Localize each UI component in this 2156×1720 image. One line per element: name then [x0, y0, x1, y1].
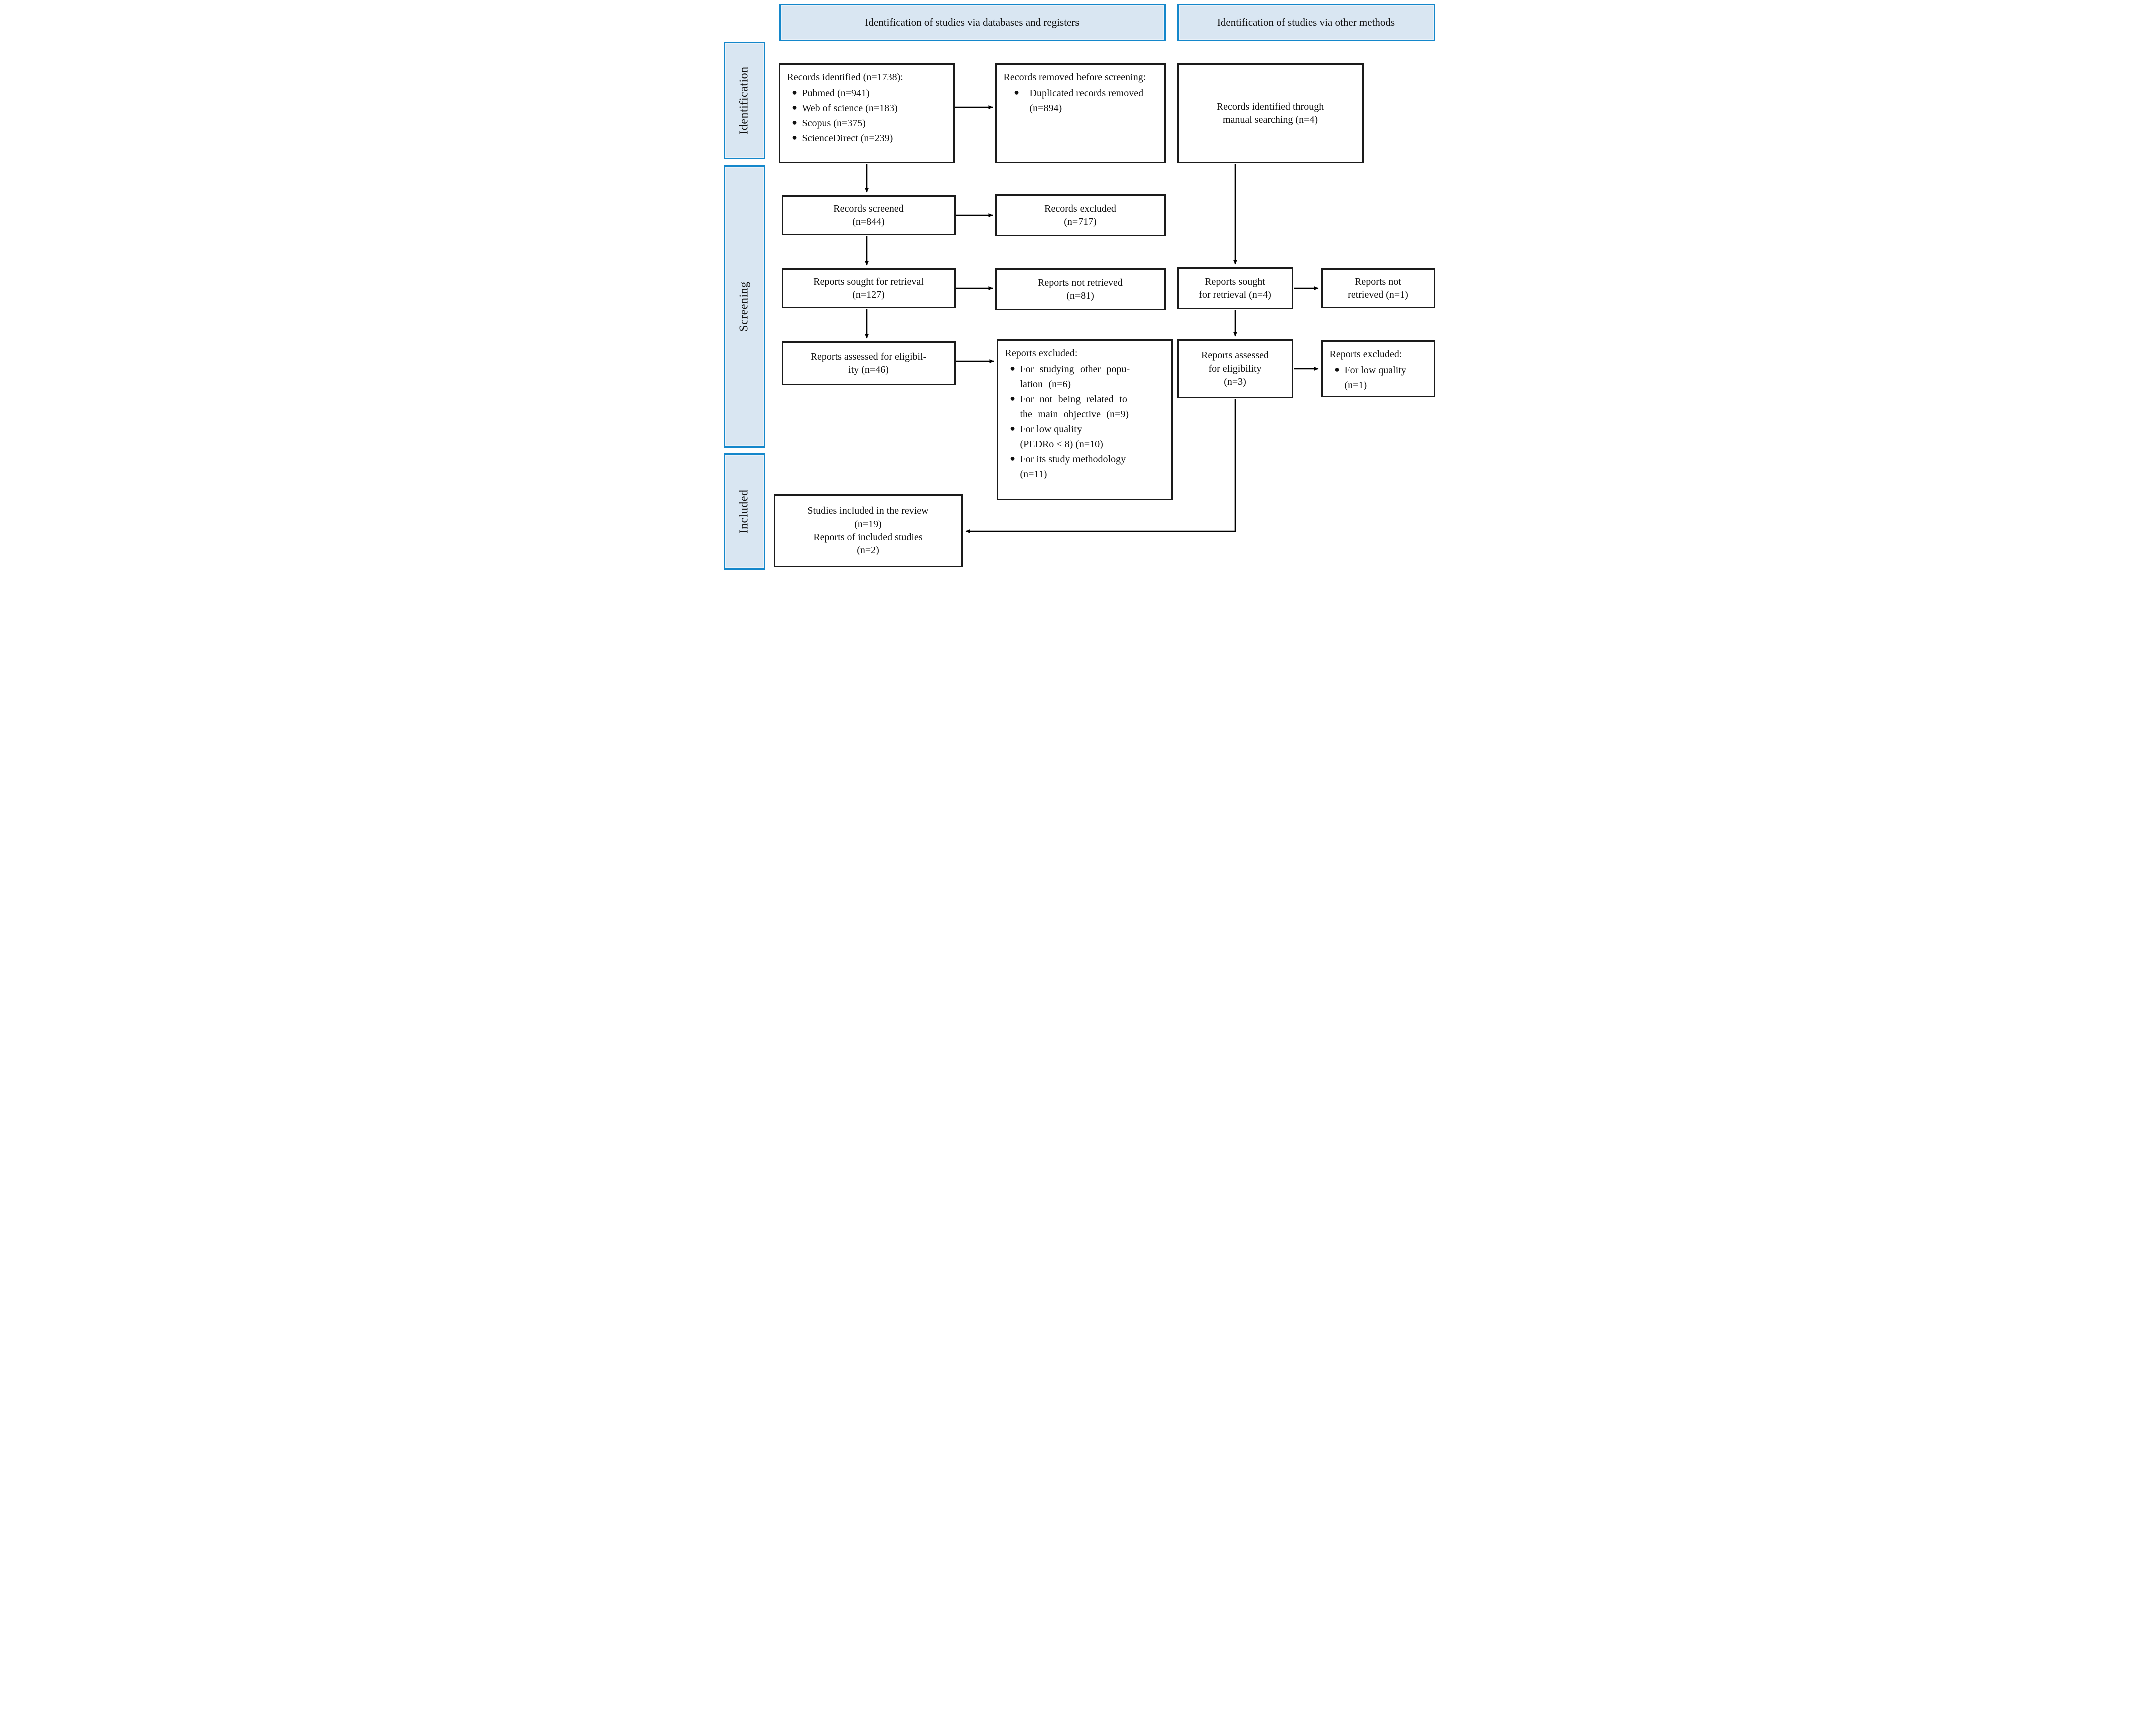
header-other-methods: Identification of studies via other meth…	[1177, 4, 1435, 41]
box-manual-search: Records identified through manual search…	[1177, 63, 1364, 163]
reports-excluded-databases-title: Reports excluded:	[1005, 348, 1078, 359]
reports-not-retrieved-databases-text: Reports not retrieved (n=81)	[1038, 277, 1123, 301]
bullet-icon: ●	[1010, 363, 1015, 373]
reports-excluded-other-list: ● For low quality (n=1)	[1330, 363, 1429, 393]
reports-assessed-other-text: Reports assessed for eligibility (n=3)	[1201, 350, 1269, 388]
box-reports-assessed-other: Reports assessed for eligibility (n=3)	[1177, 339, 1293, 398]
records-screened-text: Records screened (n=844)	[833, 203, 904, 227]
list-item: ● For studying other popu- lation (n=6)	[1005, 362, 1166, 392]
records-identified-list: ●Pubmed (n=941) ●Web of science (n=183) …	[787, 86, 948, 146]
list-item-text: Pubmed (n=941)	[802, 88, 870, 99]
header-databases-registers: Identification of studies via databases …	[779, 4, 1166, 41]
list-item: ● For its study methodology (n=11)	[1005, 452, 1166, 482]
list-item-text: Scopus (n=375)	[802, 118, 866, 129]
box-reports-excluded-databases: Reports excluded: ● For studying other po…	[996, 339, 1173, 500]
stage-identification-label: Identification	[737, 66, 751, 135]
bullet-icon: ●	[1010, 423, 1015, 433]
list-item: ● Pubmed (n=941)	[787, 86, 948, 101]
studies-included-text: Studies included in the review (n=19) Re…	[807, 505, 929, 556]
records-excluded-text: Records excluded (n=717)	[1044, 203, 1116, 227]
bullet-icon: ●	[792, 87, 797, 97]
box-records-screened: Records screened (n=844)	[781, 195, 956, 235]
list-item-text: For studying other popu- lation (n=6)	[1020, 364, 1130, 390]
box-records-identified: Records identified (n=1738): ● Pubmed (n=…	[778, 63, 955, 163]
reports-not-retrieved-other-text: Reports not retrieved (n=1)	[1348, 276, 1408, 300]
reports-excluded-other-title: Reports excluded:	[1329, 349, 1402, 360]
box-studies-included: Studies included in the review (n=19) Re…	[773, 494, 963, 567]
list-item-text: Duplicated records removed (n=894)	[1029, 88, 1144, 114]
records-removed-list: ● Duplicated records removed (n=894)	[1004, 86, 1159, 116]
list-item: ● For low quality (n=1)	[1330, 363, 1429, 393]
box-reports-not-retrieved-databases: Reports not retrieved (n=81)	[995, 268, 1166, 310]
box-reports-assessed-databases: Reports assessed for eligibil- ity (n=46…	[781, 341, 956, 385]
bullet-icon: ●	[1014, 87, 1019, 97]
records-identified-title: Records identified (n=1738):	[787, 72, 903, 83]
stage-screening-label: Screening	[737, 281, 751, 332]
stage-identification: Identification	[723, 42, 765, 159]
stage-included-label: Included	[737, 489, 751, 534]
box-reports-sought-databases: Reports sought for retrieval (n=127)	[781, 268, 956, 308]
reports-assessed-databases-text: Reports assessed for eligibil- ity (n=46…	[810, 351, 927, 375]
box-reports-sought-other: Reports sought for retrieval (n=4)	[1177, 267, 1293, 309]
stage-screening: Screening	[723, 165, 765, 448]
prisma-flow-diagram: Identification of studies via databases …	[718, 0, 1438, 575]
bullet-icon: ●	[1334, 364, 1340, 374]
list-item: ● Web of science (n=183)	[787, 101, 948, 116]
list-item-text: Web of science (n=183)	[802, 103, 898, 114]
bullet-icon: ●	[1010, 453, 1015, 463]
reports-sought-databases-text: Reports sought for retrieval (n=127)	[813, 276, 924, 300]
list-item-text: For low quality (PEDRo < 8) (n=10)	[1020, 424, 1103, 450]
records-removed-title: Records removed before screening:	[1003, 72, 1146, 83]
list-item: ● For low quality (PEDRo < 8) (n=10)	[1005, 422, 1166, 452]
list-item: ● Scopus (n=375)	[787, 116, 948, 131]
box-reports-not-retrieved-other: Reports not retrieved (n=1)	[1321, 268, 1435, 308]
list-item-text: For low quality (n=1)	[1344, 365, 1406, 391]
bullet-icon: ●	[1010, 393, 1015, 403]
box-records-excluded: Records excluded (n=717)	[995, 194, 1166, 236]
reports-sought-other-text: Reports sought for retrieval (n=4)	[1199, 276, 1271, 300]
stage-included: Included	[723, 453, 765, 570]
list-item-text: ScienceDirect (n=239)	[802, 133, 893, 144]
bullet-icon: ●	[792, 117, 797, 127]
list-item-text: For not being related to the main object…	[1020, 394, 1129, 420]
manual-search-text: Records identified through manual search…	[1216, 101, 1324, 125]
reports-excluded-databases-list: ● For studying other popu- lation (n=6) ●…	[1005, 362, 1166, 482]
bullet-icon: ●	[792, 102, 797, 112]
box-records-removed: Records removed before screening: ● Dupli…	[995, 63, 1166, 163]
list-item-text: For its study methodology (n=11)	[1020, 454, 1126, 480]
box-reports-excluded-other: Reports excluded: ● For low quality (n=1)	[1321, 340, 1435, 397]
list-item: ● ScienceDirect (n=239)	[787, 131, 948, 146]
list-item: ● For not being related to the main objec…	[1005, 392, 1166, 422]
bullet-icon: ●	[792, 132, 797, 142]
list-item: ● Duplicated records removed (n=894)	[1004, 86, 1159, 116]
